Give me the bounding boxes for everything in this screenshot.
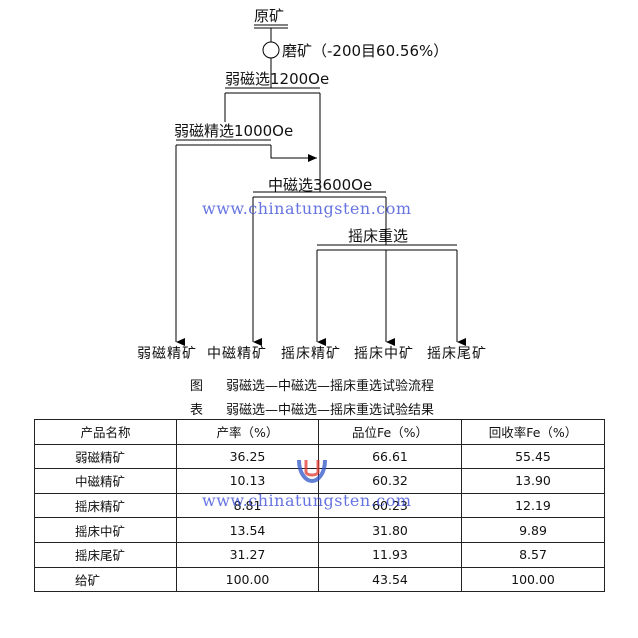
- cell-recovery: 100.00: [461, 566, 605, 593]
- arrow-cleaning-tailings: [270, 145, 317, 162]
- figure-caption-key: 图: [190, 379, 204, 394]
- header-recovery: 回收率Fe（%）: [461, 419, 605, 445]
- stage2-label: 弱磁精选1000Oe: [174, 122, 293, 140]
- cell-yield: 31.27: [176, 541, 319, 568]
- product-table-concentrate: 摇床精矿: [281, 346, 341, 362]
- cell-product: 中磁精矿: [34, 468, 177, 494]
- cell-recovery: 55.45: [461, 443, 605, 470]
- product-medium-mag-concentrate: 中磁精矿: [207, 346, 267, 362]
- table-caption-title: 弱磁选—中磁选—摇床重选试验结果: [226, 403, 435, 418]
- stage3-label: 中磁选3600Oe: [268, 176, 372, 194]
- watermark-text-bottom: www.chinatungsten.com: [202, 491, 412, 510]
- cell-product: 摇床尾矿: [34, 541, 177, 568]
- figure-caption: 图 弱磁选—中磁选—摇床重选试验流程: [0, 375, 638, 394]
- product-table-tailings: 摇床尾矿: [427, 346, 487, 362]
- watermark-logo-icon: [297, 459, 327, 484]
- product-table-middlings: 摇床中矿: [354, 346, 414, 362]
- stage1-label: 弱磁选1200Oe: [225, 70, 329, 88]
- grinding-label: 磨矿（-200目60.56%）: [282, 42, 448, 60]
- cell-recovery: 9.89: [461, 517, 605, 543]
- cell-grade: 66.61: [318, 443, 462, 470]
- header-grade: 品位Fe（%）: [318, 419, 462, 445]
- cell-recovery: 12.19: [461, 492, 605, 519]
- cell-recovery: 8.57: [461, 541, 605, 568]
- stage4-label: 摇床重选: [348, 227, 408, 245]
- cell-yield: 13.54: [176, 517, 319, 543]
- table-row: 摇床精矿 8.81 60.23 12.19: [34, 492, 605, 519]
- results-table: 产品名称 产率（%） 品位Fe（%） 回收率Fe（%） 弱磁精矿 36.25 6…: [34, 419, 605, 593]
- cell-product: 摇床精矿: [34, 492, 177, 519]
- cell-product: 弱磁精矿: [34, 443, 177, 470]
- table-row: 给矿 100.00 43.54 100.00: [34, 566, 605, 593]
- table-caption: 表 弱磁选—中磁选—摇床重选试验结果: [0, 399, 638, 418]
- grinding-mill-symbol: [262, 41, 280, 59]
- table-row: 摇床尾矿 31.27 11.93 8.57: [34, 541, 605, 568]
- header-yield: 产率（%）: [176, 419, 319, 445]
- cell-grade: 31.80: [318, 517, 462, 543]
- table-header-row: 产品名称 产率（%） 品位Fe（%） 回收率Fe（%）: [34, 419, 605, 445]
- cell-grade: 60.23: [318, 492, 462, 519]
- cell-product: 摇床中矿: [34, 517, 177, 543]
- feed-label: 原矿: [254, 7, 284, 25]
- cell-grade: 11.93: [318, 541, 462, 568]
- table-row: 摇床中矿 13.54 31.80 9.89: [34, 517, 605, 543]
- cell-product: 给矿: [34, 566, 177, 593]
- cell-yield: 100.00: [176, 566, 319, 593]
- figure-caption-title: 弱磁选—中磁选—摇床重选试验流程: [226, 379, 435, 394]
- watermark-text-top: www.chinatungsten.com: [202, 199, 412, 218]
- table-caption-key: 表: [190, 403, 204, 418]
- cell-grade: 43.54: [318, 566, 462, 593]
- cell-yield: 8.81: [176, 492, 319, 519]
- product-weak-mag-concentrate: 弱磁精矿: [137, 346, 197, 362]
- cell-grade: 60.32: [318, 468, 462, 494]
- flowsheet-diagram: 原矿 磨矿（-200目60.56%） 弱磁选1200Oe 弱磁精选1000Oe …: [137, 7, 487, 362]
- header-product-name: 产品名称: [34, 419, 177, 445]
- cell-recovery: 13.90: [461, 468, 605, 494]
